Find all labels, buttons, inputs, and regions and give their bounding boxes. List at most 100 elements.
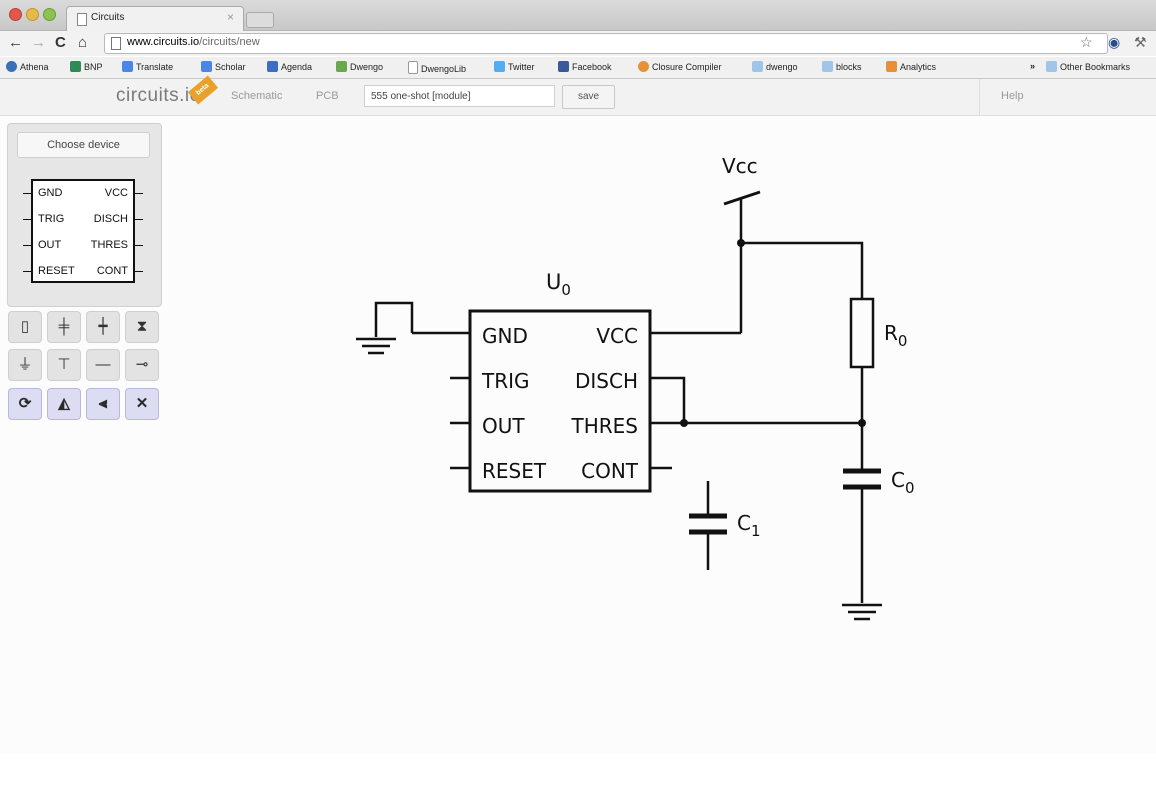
url-input[interactable]: www.circuits.io/circuits/new: [104, 33, 1108, 54]
bookmark-label: dwengo: [766, 62, 798, 72]
port-tool-icon[interactable]: ⊸: [125, 349, 159, 381]
junction-dot: [737, 239, 745, 247]
chip-u0-label: U0: [546, 270, 571, 299]
athena-icon: [6, 61, 17, 72]
chip-u0-body[interactable]: [468, 309, 652, 493]
back-arrow-icon[interactable]: ←: [8, 34, 23, 51]
bookmark-label: Translate: [136, 62, 174, 72]
circuit-name-input[interactable]: [364, 85, 555, 107]
bookmark-closure-compiler[interactable]: Closure Compiler: [638, 61, 722, 72]
save-button[interactable]: save: [562, 85, 615, 109]
bookmark-scholar[interactable]: Scholar: [201, 61, 246, 72]
browser-tab[interactable]: Circuits ×: [66, 6, 244, 31]
resistor-r0-label: R0: [884, 321, 907, 350]
close-window-button[interactable]: [9, 8, 22, 21]
bookmark-analytics[interactable]: Analytics: [886, 61, 936, 72]
new-tab-button[interactable]: [246, 12, 274, 28]
dwengo-icon: [336, 61, 347, 72]
diode-tool-icon[interactable]: ⧗: [125, 311, 159, 343]
minimize-window-button[interactable]: [26, 8, 39, 21]
url-path: /circuits/new: [199, 36, 260, 48]
folder-icon: [1046, 61, 1057, 72]
capacitor-tool-icon[interactable]: ╪: [47, 311, 81, 343]
chip-pin-out: OUT: [482, 414, 525, 438]
flip-horizontal-icon[interactable]: ⫷: [86, 388, 120, 420]
rotate-icon[interactable]: ⟳: [8, 388, 42, 420]
bookmark-label: BNP: [84, 62, 103, 72]
pin-label: OUT: [38, 239, 62, 251]
tab-close-icon[interactable]: ×: [226, 10, 234, 24]
extension-icon[interactable]: ◉: [1108, 34, 1121, 50]
pin-label: DISCH: [93, 213, 128, 225]
zoom-window-button[interactable]: [43, 8, 56, 21]
ground-wire[interactable]: [374, 301, 414, 337]
chip-pin-vcc: VCC: [596, 324, 638, 348]
pin-label: CONT: [96, 265, 128, 277]
bookmark-bnp[interactable]: BNP: [70, 61, 103, 72]
bookmark-label: Other Bookmarks: [1060, 62, 1131, 72]
junction-dot: [680, 419, 688, 427]
bookmark-dwengo[interactable]: Dwengo: [336, 61, 383, 72]
resistor-tool-icon[interactable]: ▯: [8, 311, 42, 343]
vcc-to-r0-wire[interactable]: [741, 241, 864, 299]
pin-label: GND: [38, 187, 63, 199]
facebook-icon: [558, 61, 569, 72]
delete-icon[interactable]: ✕: [125, 388, 159, 420]
twitter-icon: [494, 61, 505, 72]
bookmark-blocks[interactable]: blocks: [822, 61, 862, 72]
help-link[interactable]: Help: [1001, 90, 1024, 102]
bookmark-label: Facebook: [572, 62, 612, 72]
pin-stub: [23, 245, 31, 246]
header-divider: [979, 79, 980, 115]
app-logo[interactable]: circuits.io: [116, 85, 201, 106]
pin-stub: [23, 271, 31, 272]
chip-pin-reset: RESET: [482, 459, 547, 483]
bookmark-label: blocks: [836, 62, 862, 72]
choose-device-button[interactable]: Choose device: [17, 132, 150, 158]
chip-pin-disch: DISCH: [575, 369, 638, 393]
pin-label: VCC: [104, 187, 128, 199]
wrench-icon[interactable]: ⚒: [1134, 34, 1147, 50]
bookmark-translate[interactable]: Translate: [122, 61, 173, 72]
bnp-icon: [70, 61, 81, 72]
flip-vertical-icon[interactable]: ◭: [47, 388, 81, 420]
polarized-capacitor-tool-icon[interactable]: ┿: [86, 311, 120, 343]
bookmark-facebook[interactable]: Facebook: [558, 61, 612, 72]
analytics-icon: [886, 61, 897, 72]
forward-arrow-icon[interactable]: →: [31, 34, 46, 51]
bookmark-twitter[interactable]: Twitter: [494, 61, 535, 72]
home-icon[interactable]: ⌂: [78, 34, 88, 51]
pin-label: THRES: [90, 239, 128, 251]
scholar-icon: [201, 61, 212, 72]
chip-pin-trig: TRIG: [481, 369, 530, 393]
bookmark-label: DwengoLib: [421, 64, 467, 74]
bookmark-label: Scholar: [215, 62, 246, 72]
disch-wire[interactable]: [650, 376, 686, 423]
tab-schematic[interactable]: Schematic: [231, 90, 283, 102]
chip-pin-thres: THRES: [571, 414, 638, 438]
bookmark-dwengo-folder[interactable]: dwengo: [752, 61, 798, 72]
vcc-label: Vcc: [722, 154, 758, 178]
pin-stub: [135, 219, 143, 220]
more-bookmarks-chevron-icon[interactable]: »: [1030, 61, 1036, 71]
other-bookmarks[interactable]: Other Bookmarks: [1046, 61, 1130, 72]
url-text: www.circuits.io/circuits/new: [127, 36, 260, 48]
supply-tool-icon[interactable]: ⊤: [47, 349, 81, 381]
tab-pcb[interactable]: PCB: [316, 90, 339, 102]
wire-tool-icon[interactable]: —: [86, 349, 120, 381]
bookmark-dwengolib[interactable]: DwengoLib: [408, 61, 466, 74]
tab-title: Circuits: [91, 12, 125, 23]
resistor-r0[interactable]: [849, 297, 875, 369]
pin-label: TRIG: [38, 213, 65, 225]
schematic-canvas[interactable]: [0, 116, 1156, 754]
reload-icon[interactable]: C: [55, 34, 66, 51]
capacitor-c1-label: C1: [737, 511, 761, 540]
vcc-supply-icon[interactable]: [723, 190, 761, 206]
star-icon[interactable]: ☆: [1080, 34, 1093, 50]
bookmark-athena[interactable]: Athena: [6, 61, 49, 72]
bookmark-agenda[interactable]: Agenda: [267, 61, 312, 72]
pin-stub: [135, 193, 143, 194]
page-icon: [408, 61, 418, 74]
ground-tool-icon[interactable]: ⏚: [8, 349, 42, 381]
chip-preview[interactable]: GND TRIG OUT RESET VCC DISCH THRES CONT: [31, 179, 135, 283]
